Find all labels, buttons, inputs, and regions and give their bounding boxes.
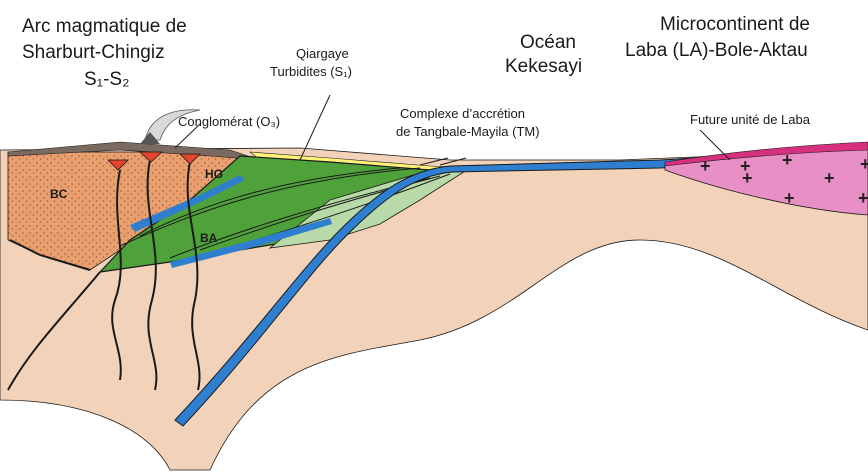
arc-title-line2: Sharburt-Chingiz <box>22 42 165 63</box>
ocean-title-line1: Océan <box>520 32 576 53</box>
plus-mark: + <box>860 154 868 174</box>
bc-unit-label: BC <box>50 187 68 201</box>
qiargaye-label-1: Qiargaye <box>296 46 349 61</box>
plus-mark: + <box>740 156 751 176</box>
plus-mark: + <box>782 150 793 170</box>
plus-mark: + <box>700 156 711 176</box>
arc-title-line3: S₁-S₂ <box>84 69 129 90</box>
ocean-title-line2: Kekesayi <box>505 56 582 77</box>
complexe-label-2: de Tangbale-Mayila (TM) <box>396 124 540 139</box>
hg-unit-label: HG <box>205 167 223 181</box>
complexe-label-1: Complexe d’accrétion <box>400 106 525 121</box>
plus-mark: + <box>824 168 835 188</box>
future-laba-label: Future unité de Laba <box>690 112 811 127</box>
micro-title-line1: Microcontinent de <box>660 14 810 35</box>
plus-mark: + <box>858 188 868 208</box>
arc-title-line1: Arc magmatique de <box>22 16 187 37</box>
plus-mark: + <box>784 188 795 208</box>
ba-unit-label: BA <box>200 231 218 245</box>
qiargaye-label-2: Turbidites (S₁) <box>270 64 352 79</box>
conglomerat-label: Conglomérat (O₃) <box>178 114 280 129</box>
micro-title-line2: Laba (LA)-Bole-Aktau <box>625 40 808 61</box>
